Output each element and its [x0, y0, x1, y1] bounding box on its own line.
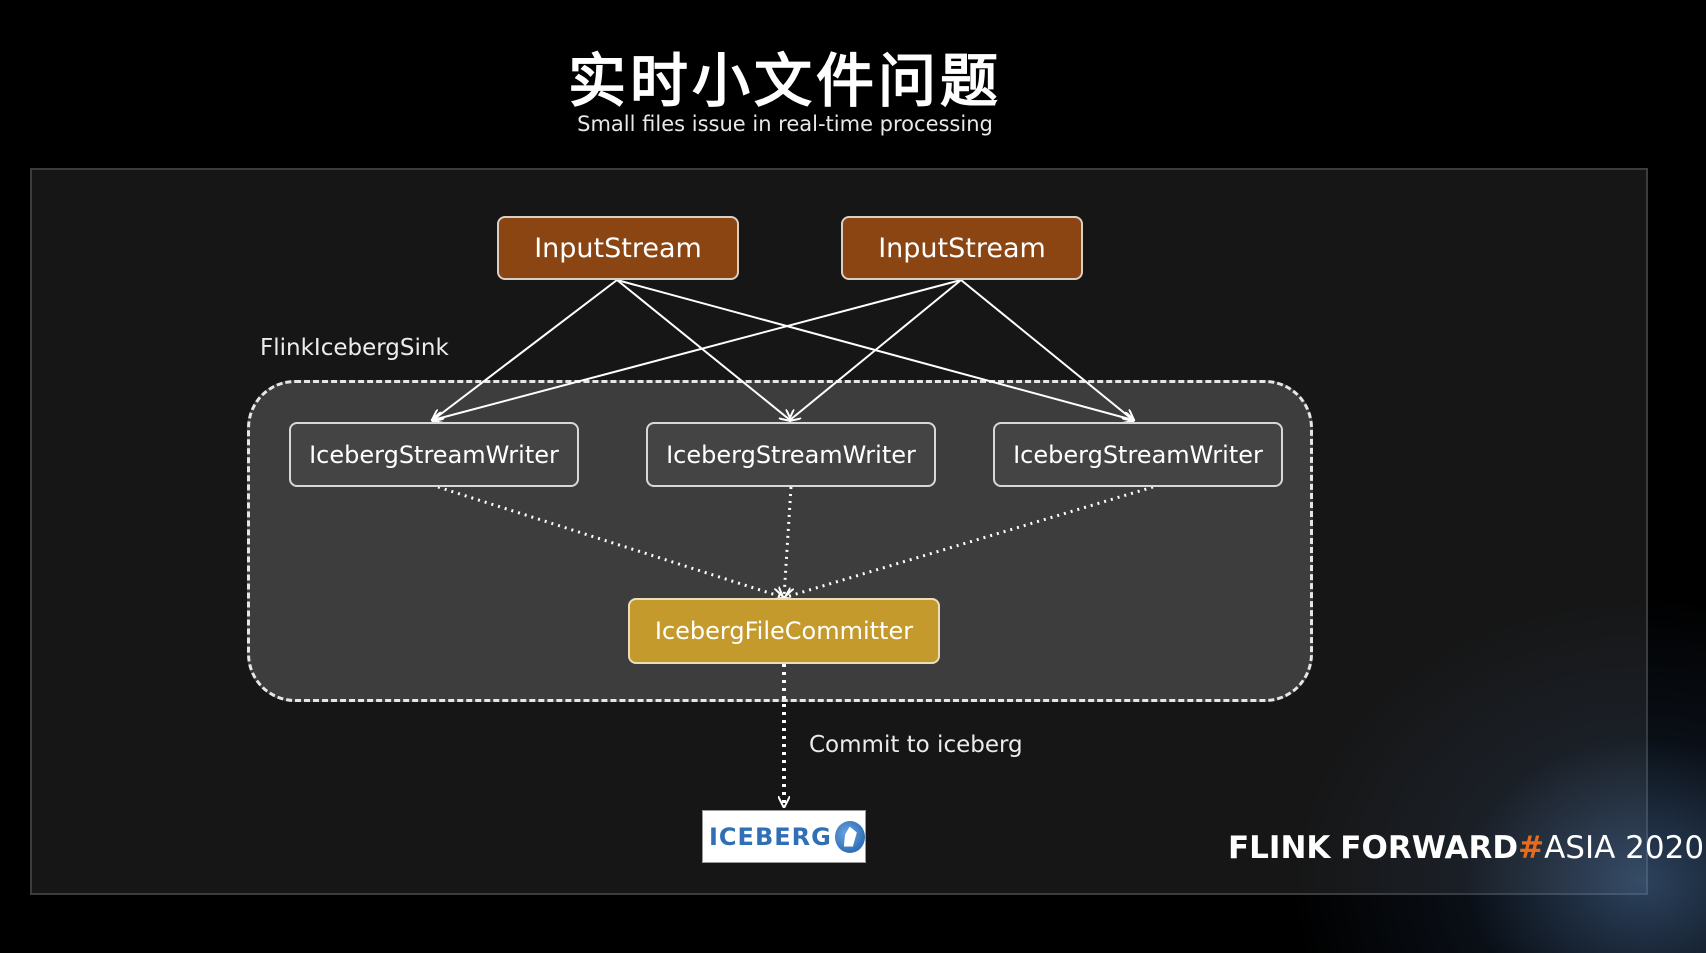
edge-input2-writer3	[960, 279, 1133, 420]
brand-event: ASIA 2020	[1544, 830, 1705, 866]
connector-layer	[0, 279, 1154, 920]
iceberg-logo: ICEBERG	[702, 810, 866, 863]
stream-writer-1: IcebergStreamWriter	[289, 422, 579, 487]
iceberg-logo-text: ICEBERG	[709, 822, 832, 851]
brand-forward: FORWARD	[1340, 830, 1519, 866]
brand-flink: FLINK	[1228, 830, 1331, 866]
edge-input2-writer1	[433, 279, 962, 420]
file-committer: IcebergFileCommitter	[628, 598, 940, 664]
edge-input1-writer1	[433, 279, 618, 420]
commit-label: Commit to iceberg	[809, 732, 1023, 758]
decorative-glow	[1286, 593, 1706, 953]
slide-subtitle: Small files issue in real-time processin…	[577, 112, 993, 136]
input-stream-2: InputStream	[841, 216, 1083, 280]
sink-label: FlinkIcebergSink	[260, 335, 449, 361]
edge-input2-writer2	[790, 279, 962, 420]
brand-hash: #	[1518, 830, 1545, 866]
edge-writer3-committer	[786, 485, 1154, 597]
slide-title: 实时小文件问题	[567, 47, 1002, 115]
flink-forward-brand: FLINK FORWARD#ASIA 2020	[1228, 830, 1704, 866]
iceberg-globe-icon	[834, 820, 865, 853]
input-stream-1: InputStream	[497, 216, 739, 280]
stream-writer-2: IcebergStreamWriter	[646, 422, 936, 487]
edge-input1-writer2	[616, 279, 790, 420]
stream-writer-3: IcebergStreamWriter	[993, 422, 1283, 487]
edge-writer1-committer	[437, 485, 782, 597]
edge-writer2-committer	[784, 486, 793, 597]
